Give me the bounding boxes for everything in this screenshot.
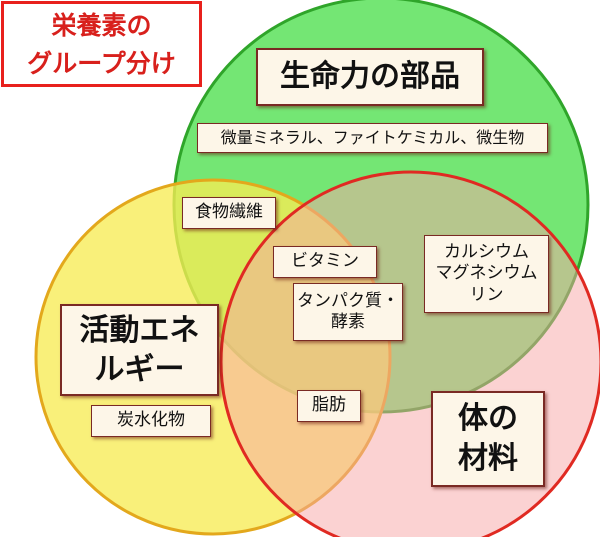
minerals-label: カルシウム マグネシウム リン — [424, 235, 549, 313]
red-circle-label: 体の 材料 — [431, 391, 545, 487]
carbohydrate-label: 炭水化物 — [91, 405, 211, 437]
yellow-circle-label: 活動エネ ルギー — [60, 304, 219, 396]
fat-label: 脂肪 — [297, 390, 361, 422]
fiber-label: 食物繊維 — [182, 197, 276, 229]
protein-enzyme-label: タンパク質・ 酵素 — [293, 283, 403, 341]
vitamin-label: ビタミン — [273, 246, 377, 278]
title-line-2: グループ分け — [27, 49, 176, 78]
diagram-title: 栄養素の グループ分け — [1, 1, 202, 87]
title-line-1: 栄養素の — [51, 11, 152, 40]
micronutrients-label: 微量ミネラル、ファイトケミカル、微生物 — [197, 123, 548, 153]
green-circle-label: 生命力の部品 — [256, 48, 484, 106]
